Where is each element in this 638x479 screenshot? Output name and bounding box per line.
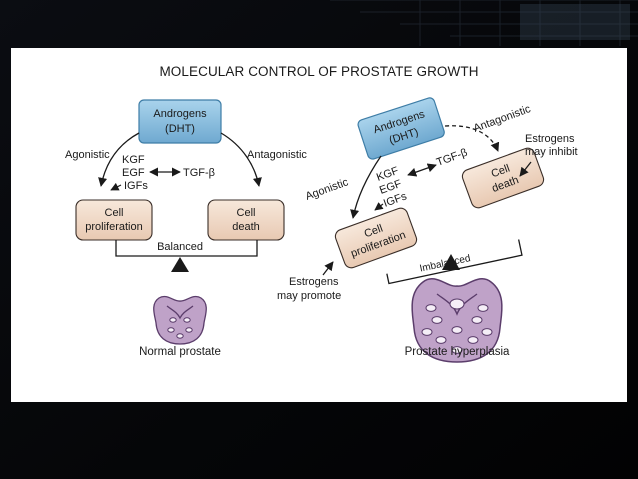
cell-proliferation-box-right: Cell proliferation (334, 207, 418, 269)
cell-death-box-left: Cell death (207, 199, 285, 241)
fulcrum-right (442, 254, 460, 270)
estrogens-inhibit-label-1: Estrogens (525, 133, 575, 145)
estrogens-promote-label-2: may promote (277, 290, 341, 302)
normal-prostate-illustration (153, 295, 207, 345)
slide-content: MOLECULAR CONTROL OF PROSTATE GROWTH And… (11, 48, 627, 402)
agonistic-label-left: Agonistic (65, 149, 110, 161)
decorative-grid-pattern (330, 0, 638, 46)
egf-label-left: EGF (122, 167, 145, 179)
decorative-glow (520, 4, 630, 40)
proliferation-label-1-left: Cell (105, 207, 124, 219)
left-panel-normal: Androgens (DHT) Agonistic Antagonistic K… (65, 99, 307, 358)
androgen-box-left: Androgens (DHT) (138, 99, 222, 144)
agonistic-arrow-left (98, 132, 140, 187)
growth-factor-arrow-right (374, 202, 384, 211)
growth-factor-arrow-left (110, 182, 122, 191)
dht-label-left: (DHT) (165, 123, 195, 135)
cell-proliferation-box-left: Cell proliferation (75, 199, 153, 241)
death-label-1-left: Cell (237, 207, 256, 219)
hyperplastic-prostate-illustration (411, 277, 503, 363)
tgf-label-right: TGF-β (435, 147, 469, 169)
antagonistic-arrow-left (220, 132, 262, 187)
cell-death-box-right: Cell death (461, 147, 545, 209)
androgen-box-right: Androgens (DHT) (357, 97, 445, 160)
double-arrow-right (407, 163, 437, 177)
kgf-label-left: KGF (122, 154, 145, 166)
estrogens-inhibit-arrow (519, 161, 532, 177)
hyperplasia-caption: Prostate hyperplasia (405, 346, 510, 358)
prostate-growth-diagram: Androgens (DHT) Agonistic Antagonistic K… (65, 97, 578, 363)
balanced-label: Balanced (157, 241, 203, 253)
igfs-label-left: IGFs (124, 180, 148, 192)
androgen-label-left: Androgens (153, 108, 207, 120)
death-label-2-left: death (232, 221, 260, 233)
slide-title: MOLECULAR CONTROL OF PROSTATE GROWTH (159, 64, 479, 79)
right-panel-hyperplasia: Androgens (DHT) Agonistic Antagonistic K… (277, 97, 578, 363)
antagonistic-arrow-right (444, 125, 500, 152)
agonistic-label-right: Agonistic (304, 176, 351, 203)
agonistic-arrow-right (350, 155, 382, 219)
estrogens-inhibit-label-2: may inhibit (525, 146, 578, 158)
tgf-label-left: TGF-β (183, 167, 215, 179)
balance-scale-left: Balanced (115, 239, 258, 272)
antagonistic-label-right: Antagonistic (472, 103, 533, 135)
normal-prostate-caption: Normal prostate (139, 346, 221, 358)
antagonistic-label-left: Antagonistic (247, 149, 307, 161)
estrogens-promote-label-1: Estrogens (289, 276, 339, 288)
estrogens-promote-arrow (322, 261, 334, 276)
proliferation-label-2-left: proliferation (85, 221, 142, 233)
